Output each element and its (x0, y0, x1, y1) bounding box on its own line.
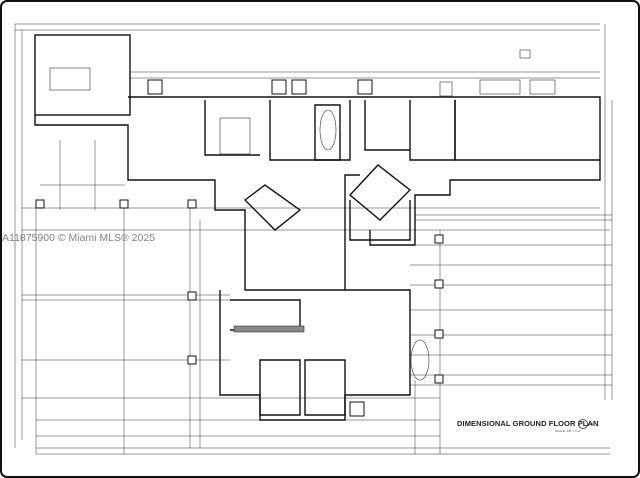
drawing-title: DIMENSIONAL GROUND FLOOR PLAN (457, 419, 599, 428)
north-arrow-icon (578, 419, 593, 429)
dimension-lines (14, 23, 613, 455)
drawing-scale: SCALE: 1/8" = 1'-0" (555, 429, 582, 433)
watermark: A11875900 © Miami MLS® 2025 (2, 232, 156, 244)
walls (34, 34, 601, 421)
fixtures (49, 49, 556, 381)
columns (35, 79, 444, 417)
